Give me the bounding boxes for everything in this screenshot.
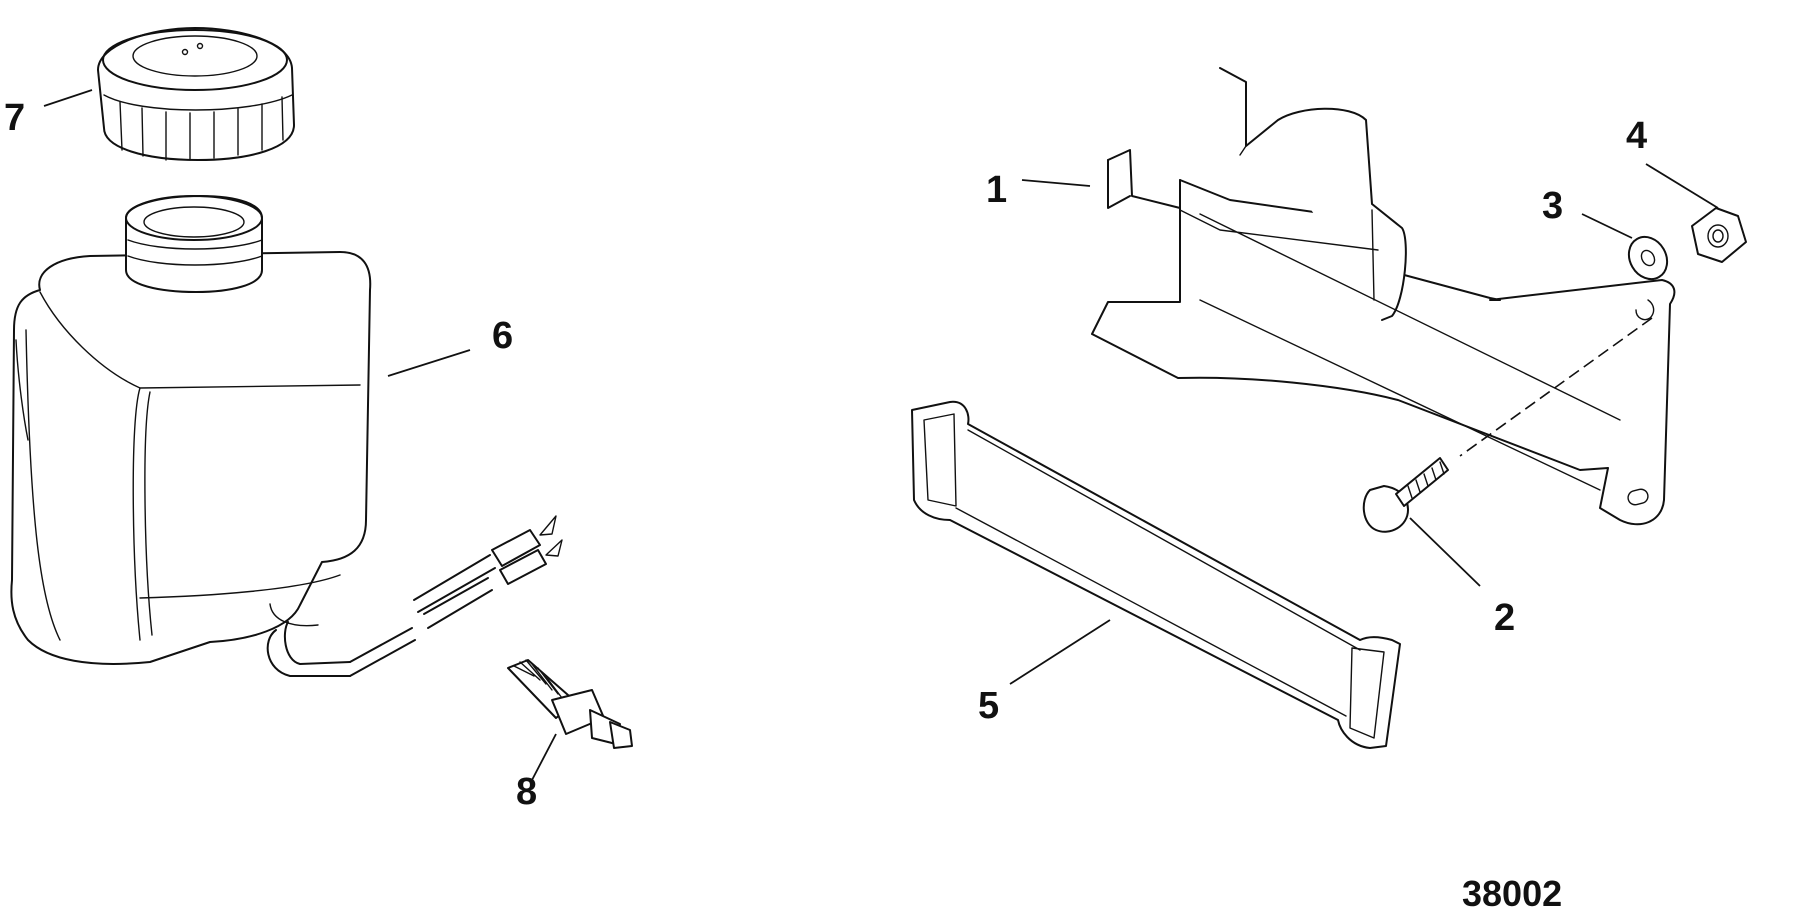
washer: [1627, 235, 1669, 281]
mounting-screw: [1362, 317, 1653, 533]
callout-4-leader: [1645, 163, 1719, 209]
callout-1: 1: [986, 169, 1007, 211]
callout-1-leader: [1021, 179, 1091, 187]
callout-6-leader: [387, 349, 471, 377]
callout-5: 5: [978, 685, 999, 727]
reservoir-hoses: [349, 515, 563, 677]
callout-8-leader: [531, 733, 557, 781]
mounting-bracket: [1091, 67, 1676, 526]
callout-4: 4: [1626, 115, 1647, 157]
callout-6: 6: [492, 315, 513, 357]
figure-number: 38002: [1462, 873, 1562, 914]
retaining-strap: [911, 400, 1401, 749]
callout-5-leader: [1009, 619, 1111, 685]
reservoir-bottle: [10, 195, 372, 677]
callout-7-leader: [43, 89, 93, 107]
callout-7: 7: [4, 97, 25, 139]
callout-2: 2: [1494, 597, 1515, 639]
hex-nut: [1691, 207, 1747, 263]
hose-fitting: [507, 659, 633, 749]
callout-3: 3: [1542, 185, 1563, 227]
callout-8: 8: [516, 771, 537, 813]
callout-2-leader: [1409, 517, 1481, 587]
callout-3-leader: [1581, 213, 1633, 239]
reservoir-cap: [97, 27, 295, 161]
